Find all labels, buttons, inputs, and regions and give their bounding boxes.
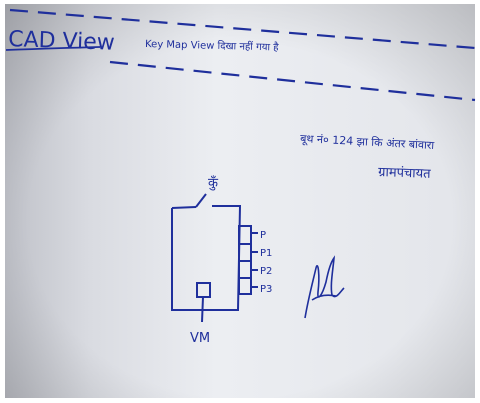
diagram-door: [195, 193, 207, 208]
dashed-line-top: [9, 8, 476, 50]
vm-pointer: [201, 296, 204, 323]
signature-scribble: [304, 255, 345, 319]
vm-box: [196, 282, 211, 298]
top-note-text: Key Map View दिखा नहीं गया है: [145, 38, 279, 54]
terminal-label-p2: P2: [260, 266, 272, 277]
booth-diagram: [171, 193, 258, 323]
right-note-line2: ग्रामपंचायत: [378, 165, 432, 182]
paper-vignette: [5, 4, 475, 398]
diagram-label-top: कुँ: [208, 175, 219, 191]
diagram-top-left: [171, 206, 197, 209]
terminal-block-4: [238, 277, 252, 295]
diagram-label-vm: VM: [190, 331, 210, 346]
terminal-label-p: P: [260, 230, 266, 241]
heading-text: CAD View: [8, 27, 115, 56]
heading-underline: [5, 46, 101, 51]
diagram-outline: [171, 205, 242, 311]
dashed-line-bottom: [109, 60, 476, 102]
terminal-label-p1: P1: [260, 248, 272, 259]
terminal-label-p3: P3: [260, 284, 272, 295]
